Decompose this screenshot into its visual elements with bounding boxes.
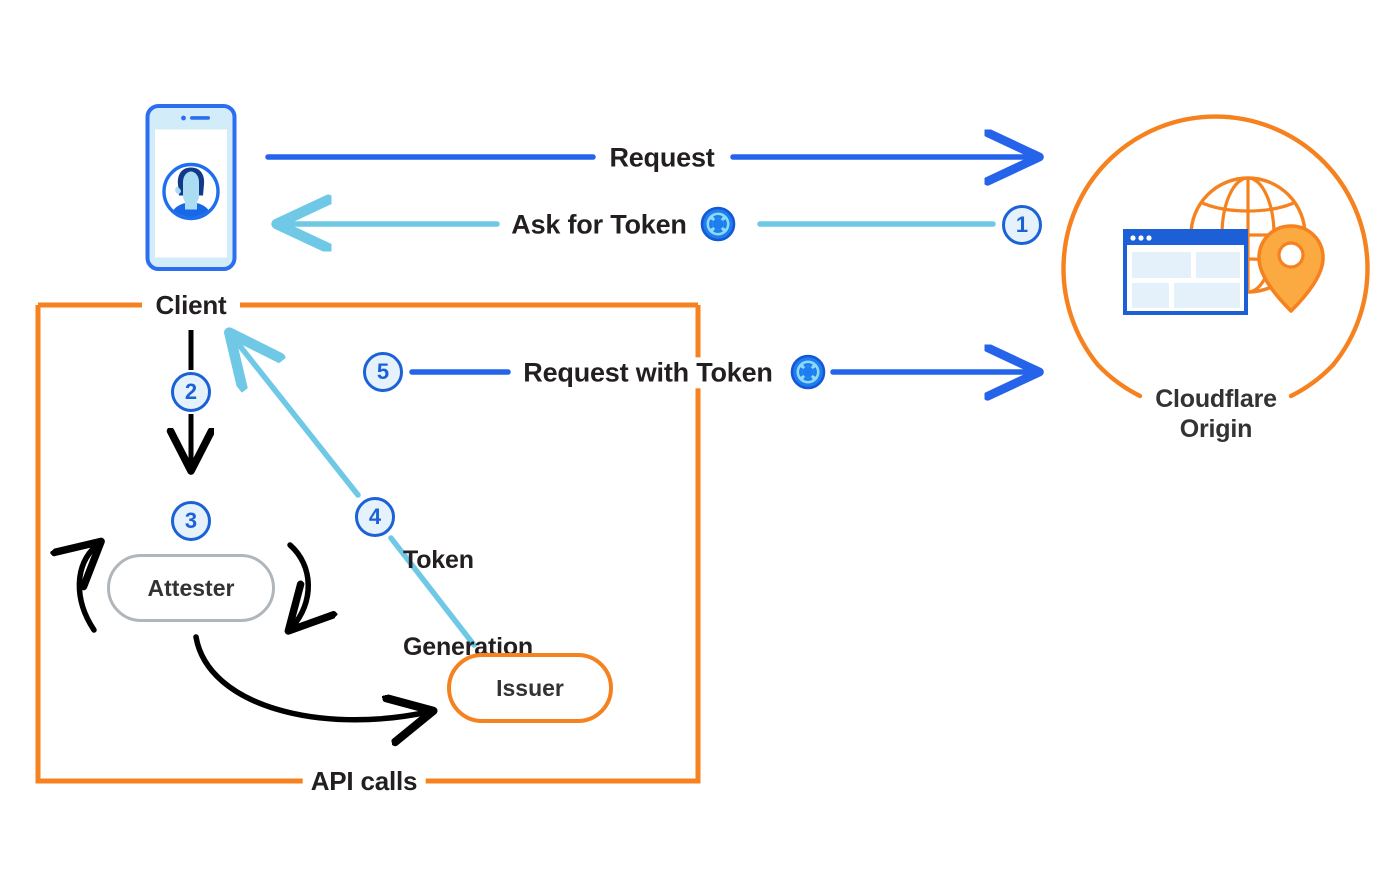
issuer-node[interactable]: Issuer xyxy=(447,653,613,723)
step-badge-2: 2 xyxy=(171,372,211,412)
flow-attester-left-curve-arrow xyxy=(79,545,97,633)
cloudflare-origin-line1: Cloudflare xyxy=(1155,385,1277,413)
attester-node[interactable]: Attester xyxy=(107,554,275,622)
flow-attester-to-issuer-arrow xyxy=(193,634,428,720)
request-label: Request xyxy=(601,142,723,174)
step-badge-5: 5 xyxy=(363,352,403,392)
flow-attester-right-curve-arrow xyxy=(290,542,308,627)
cloudflare-origin-caption: Cloudflare Origin xyxy=(1155,384,1277,444)
client-phone-icon xyxy=(145,104,237,277)
browser-window-icon xyxy=(1123,229,1248,315)
flow-token-generation-arrow xyxy=(232,336,477,648)
attester-node-label: Attester xyxy=(147,574,235,601)
ask-for-token-label: Ask for Token xyxy=(503,209,695,241)
step-badge-3: 3 xyxy=(171,501,211,541)
client-label: Client xyxy=(147,289,235,321)
issuer-node-label: Issuer xyxy=(496,674,564,701)
cloudflare-origin-line2: Origin xyxy=(1179,415,1253,443)
token-generation-line1: Token xyxy=(403,546,474,574)
token-icon xyxy=(700,206,736,242)
step-badge-1: 1 xyxy=(1002,205,1042,245)
request-with-token-label: Request with Token xyxy=(515,357,781,389)
api-calls-label: API calls xyxy=(302,765,426,797)
cloudflare-origin-illustration xyxy=(1061,114,1370,399)
token-icon xyxy=(790,354,826,390)
map-pin-icon xyxy=(1257,224,1325,313)
step-badge-4: 4 xyxy=(355,497,395,537)
